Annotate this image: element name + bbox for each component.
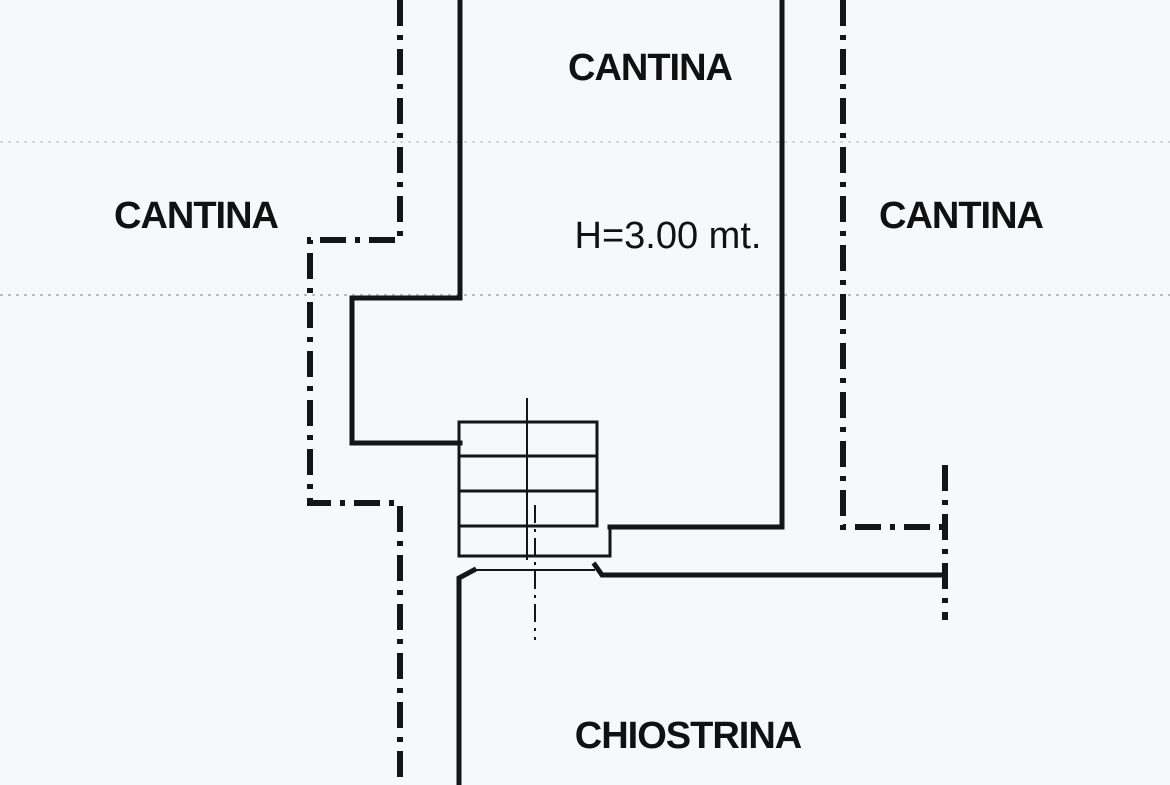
label-cantina-left: CANTINA <box>114 195 279 237</box>
staircase <box>457 398 612 640</box>
label-cantina-top: CANTINA <box>568 47 733 89</box>
label-chiostrina: CHIOSTRINA <box>575 715 802 757</box>
stair-landing <box>457 526 612 558</box>
central-cantina-right-wall <box>607 0 785 530</box>
label-cantina-right: CANTINA <box>879 195 1044 237</box>
chiostrina-top-wall <box>591 561 943 578</box>
left-property-boundary <box>307 0 403 785</box>
chiostrina-left-wall <box>456 566 478 785</box>
right-property-boundary <box>840 0 945 530</box>
label-ceiling-height: H=3.00 mt. <box>575 215 762 257</box>
central-cantina-left-wall <box>349 0 463 446</box>
